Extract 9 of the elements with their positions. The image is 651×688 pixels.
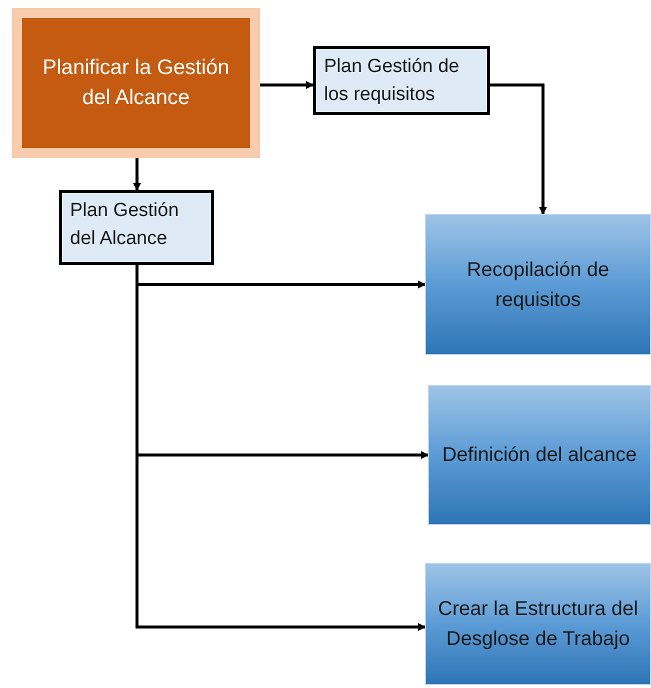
arrow bbox=[260, 81, 314, 89]
document-box: Plan Gestión del Alcance bbox=[59, 190, 214, 265]
arrow bbox=[490, 84, 547, 215]
document-box: Plan Gestión de los requisitos bbox=[313, 46, 490, 115]
process-box: Planificar la Gestión del Alcance bbox=[12, 8, 260, 158]
process-box: Definición del alcance bbox=[428, 385, 651, 525]
process-box: Recopilación de requisitos bbox=[425, 214, 651, 355]
process-box: Crear la Estructura del Desglose de Trabajo bbox=[425, 563, 651, 685]
arrow bbox=[133, 158, 141, 191]
